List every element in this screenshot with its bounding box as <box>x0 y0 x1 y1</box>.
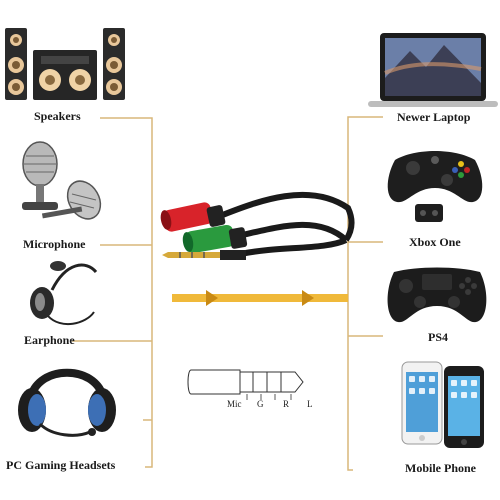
xbox-controller-icon <box>385 142 485 232</box>
ps4-controller-icon <box>382 262 492 332</box>
smartphone-icon <box>398 358 490 454</box>
direction-arrow-icon <box>172 288 352 308</box>
mobile-phone-label: Mobile Phone <box>405 461 476 475</box>
plug-diagram-icon <box>185 360 315 405</box>
xbox-label: Xbox One <box>409 235 461 249</box>
plug-label-r: R <box>283 399 290 409</box>
speakers-icon <box>5 18 125 106</box>
laptop-icon <box>368 33 498 109</box>
microphone-label: Microphone <box>23 237 86 251</box>
headsets-label: PC Gaming Headsets <box>6 458 116 472</box>
splitter-cable-icon <box>150 168 360 278</box>
earphone-label: Earphone <box>24 333 75 347</box>
speakers-label: Speakers <box>34 109 81 123</box>
earphone-icon <box>16 258 106 330</box>
headset-icon <box>12 350 122 442</box>
ps4-label: PS4 <box>428 330 449 344</box>
plug-label-l: L <box>307 399 313 409</box>
laptop-label: Newer Laptop <box>397 110 471 124</box>
plug-label-g: G <box>257 399 264 409</box>
microphone-icon <box>12 138 112 230</box>
plug-label-mic: Mic <box>227 399 242 409</box>
